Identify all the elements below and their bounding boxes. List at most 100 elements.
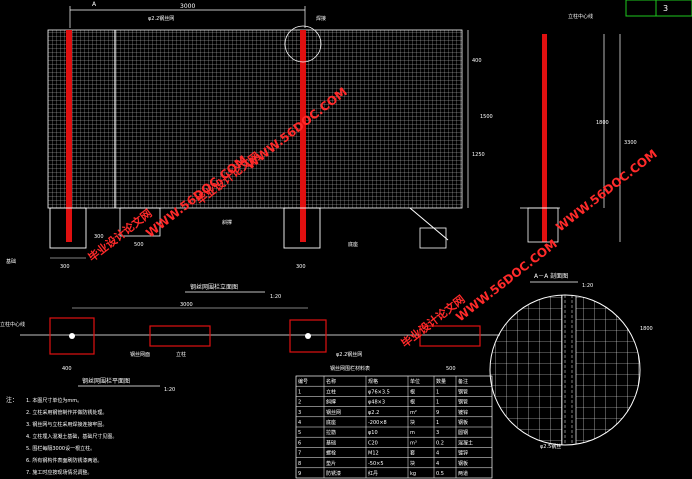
table-cell: φ10 (368, 430, 378, 436)
dim-plan-500: 500 (446, 366, 456, 372)
table-cell: -50×5 (368, 461, 384, 467)
table-cell: 块 (410, 460, 415, 467)
section-mark-a: A (92, 1, 97, 8)
plan-view-scale: 1:20 (164, 387, 175, 393)
dim-fr-b: 1500 (480, 114, 493, 120)
table-cell: 0.2 (436, 440, 444, 446)
table-cell: 1 (436, 400, 439, 406)
front-view-scale: 1:20 (270, 294, 281, 300)
table-cell: 钢板 (458, 460, 468, 467)
detail-circle (284, 25, 322, 63)
section-view-title: A－A 剖面图 (534, 272, 568, 280)
table-cell: 4 (436, 461, 439, 467)
front-view-title: 钢丝网围栏立面图 (190, 283, 238, 291)
table-cell: φ76×3.5 (368, 389, 390, 395)
table-cell: 钢管 (458, 388, 468, 395)
table-cell: 镀锌 (458, 409, 468, 416)
table-title: 钢丝网围栏材料表 (330, 365, 370, 372)
watermark-text: WWW.56DOC.COM (553, 147, 660, 235)
table-cell: 根 (410, 388, 415, 395)
table-cell: m³ (410, 440, 417, 446)
table-cell: 混凝土 (458, 439, 473, 446)
dim-plan-3000: 3000 (180, 302, 193, 308)
tag-post: 立柱 (176, 351, 186, 358)
plan-view-title: 钢丝网围栏平面图 (82, 377, 130, 385)
table-cell: 钢管 (458, 399, 468, 406)
dim-side-mid: 1800 (596, 120, 609, 126)
table-cell: 钢丝网 (326, 409, 341, 416)
tag-wire: φ2.2钢丝网 (336, 351, 362, 358)
tag-note-in: 钢丝网面 (130, 351, 150, 358)
table-cell: 9 (298, 471, 301, 477)
table-header-cell: 编号 (298, 378, 308, 385)
table-cell: 基础 (326, 439, 336, 446)
table-cell: 斜撑 (326, 399, 336, 406)
table-header-cell: 数量 (436, 378, 446, 385)
table-cell: C20 (368, 440, 378, 446)
table-cell: φ2.2 (368, 410, 379, 416)
plan-view: 3000 400 500 立柱 钢丝网面 立柱中心线 φ2.2钢丝网 钢丝网围栏… (0, 302, 500, 393)
table-cell: 6 (298, 440, 301, 446)
table-cell: 1 (436, 389, 439, 395)
table-cell: 根 (410, 399, 415, 406)
note-3: 3. 钢丝网与立柱采用焊接连接牢固。 (26, 421, 107, 428)
dim-foot-a: 300 (60, 264, 70, 270)
notes-heading: 注： (6, 396, 18, 404)
table-cell: 3 (436, 430, 439, 436)
table-header-cell: 单位 (410, 378, 420, 385)
table-cell: -200×8 (368, 420, 387, 426)
table-header-cell: 备注 (458, 378, 468, 385)
table-cell: 7 (298, 451, 301, 457)
table-cell: m (410, 430, 415, 436)
dim-fr-a: 400 (472, 58, 482, 64)
tag-small: φ2.5钢丝 (540, 443, 561, 450)
table-cell: 两道 (458, 470, 468, 477)
dim-fr-c: 1250 (472, 152, 485, 158)
table-cell: 0.5 (436, 471, 444, 477)
table-cell: 拉筋 (326, 429, 336, 436)
tag-brace: 斜撑 (222, 219, 232, 226)
note-1: 1. 本图尺寸单位为mm。 (26, 397, 82, 404)
table-cell: 镀锌 (458, 450, 468, 457)
table-cell: 1 (298, 389, 301, 395)
notes: 注： 1. 本图尺寸单位为mm。 2. 立柱采用钢管制作并做防锈处理。 3. 钢… (6, 396, 117, 476)
watermark-text: 毕业设计论文网 (398, 292, 467, 350)
title-block: 3 (625, 0, 692, 17)
note-4: 4. 立柱埋入混凝土基础，基础尺寸见图。 (26, 433, 117, 440)
title-block-cell: 3 (663, 4, 668, 13)
tag-weld: 焊接 (316, 15, 326, 22)
table-cell: 2 (298, 400, 301, 406)
table-cell: 4 (436, 451, 439, 457)
table-cell: 钢板 (458, 419, 468, 426)
dim-foot-b: 300 (296, 264, 306, 270)
tag-base: 底座 (348, 241, 358, 248)
side-section: 1800 3300 立柱中心线 A－A 剖面图 1:20 (520, 13, 637, 289)
note-2: 2. 立柱采用钢管制作并做防锈处理。 (26, 409, 107, 416)
table-cell: 底座 (326, 419, 336, 426)
note-6: 6. 所有钢构件表面刷防锈漆两道。 (26, 457, 102, 464)
table-cell: 5 (298, 430, 301, 436)
table-cell: 圆钢 (458, 429, 468, 436)
side-post (542, 34, 547, 242)
dim-top-span: 3000 (180, 3, 195, 10)
dim-side-total: 3300 (624, 140, 637, 146)
note-7: 7. 施工时应按现场情况调整。 (26, 469, 92, 476)
table-cell: kg (410, 471, 416, 477)
table-cell: 3 (298, 410, 301, 416)
table-header-cell: 名称 (326, 378, 336, 385)
wire-mesh-panel (48, 30, 462, 208)
dim-plan-400: 400 (62, 366, 72, 372)
dim-post-center: 1800 (640, 326, 653, 332)
section-view-scale: 1:20 (582, 283, 593, 289)
table-cell: 块 (410, 419, 415, 426)
tag-side2: 立柱中心线 (0, 321, 25, 328)
tag-found: 基础 (6, 258, 16, 265)
note-5: 5. 围栏每隔3000设一根立柱。 (26, 445, 95, 452)
table-cell: 立柱 (326, 388, 336, 395)
tag-side1: 立柱中心线 (568, 13, 593, 20)
table-cell: M12 (368, 451, 379, 457)
dim-foot-c: 300 (94, 234, 104, 240)
table-cell: 1 (436, 420, 439, 426)
table-cell: φ48×3 (368, 400, 385, 406)
